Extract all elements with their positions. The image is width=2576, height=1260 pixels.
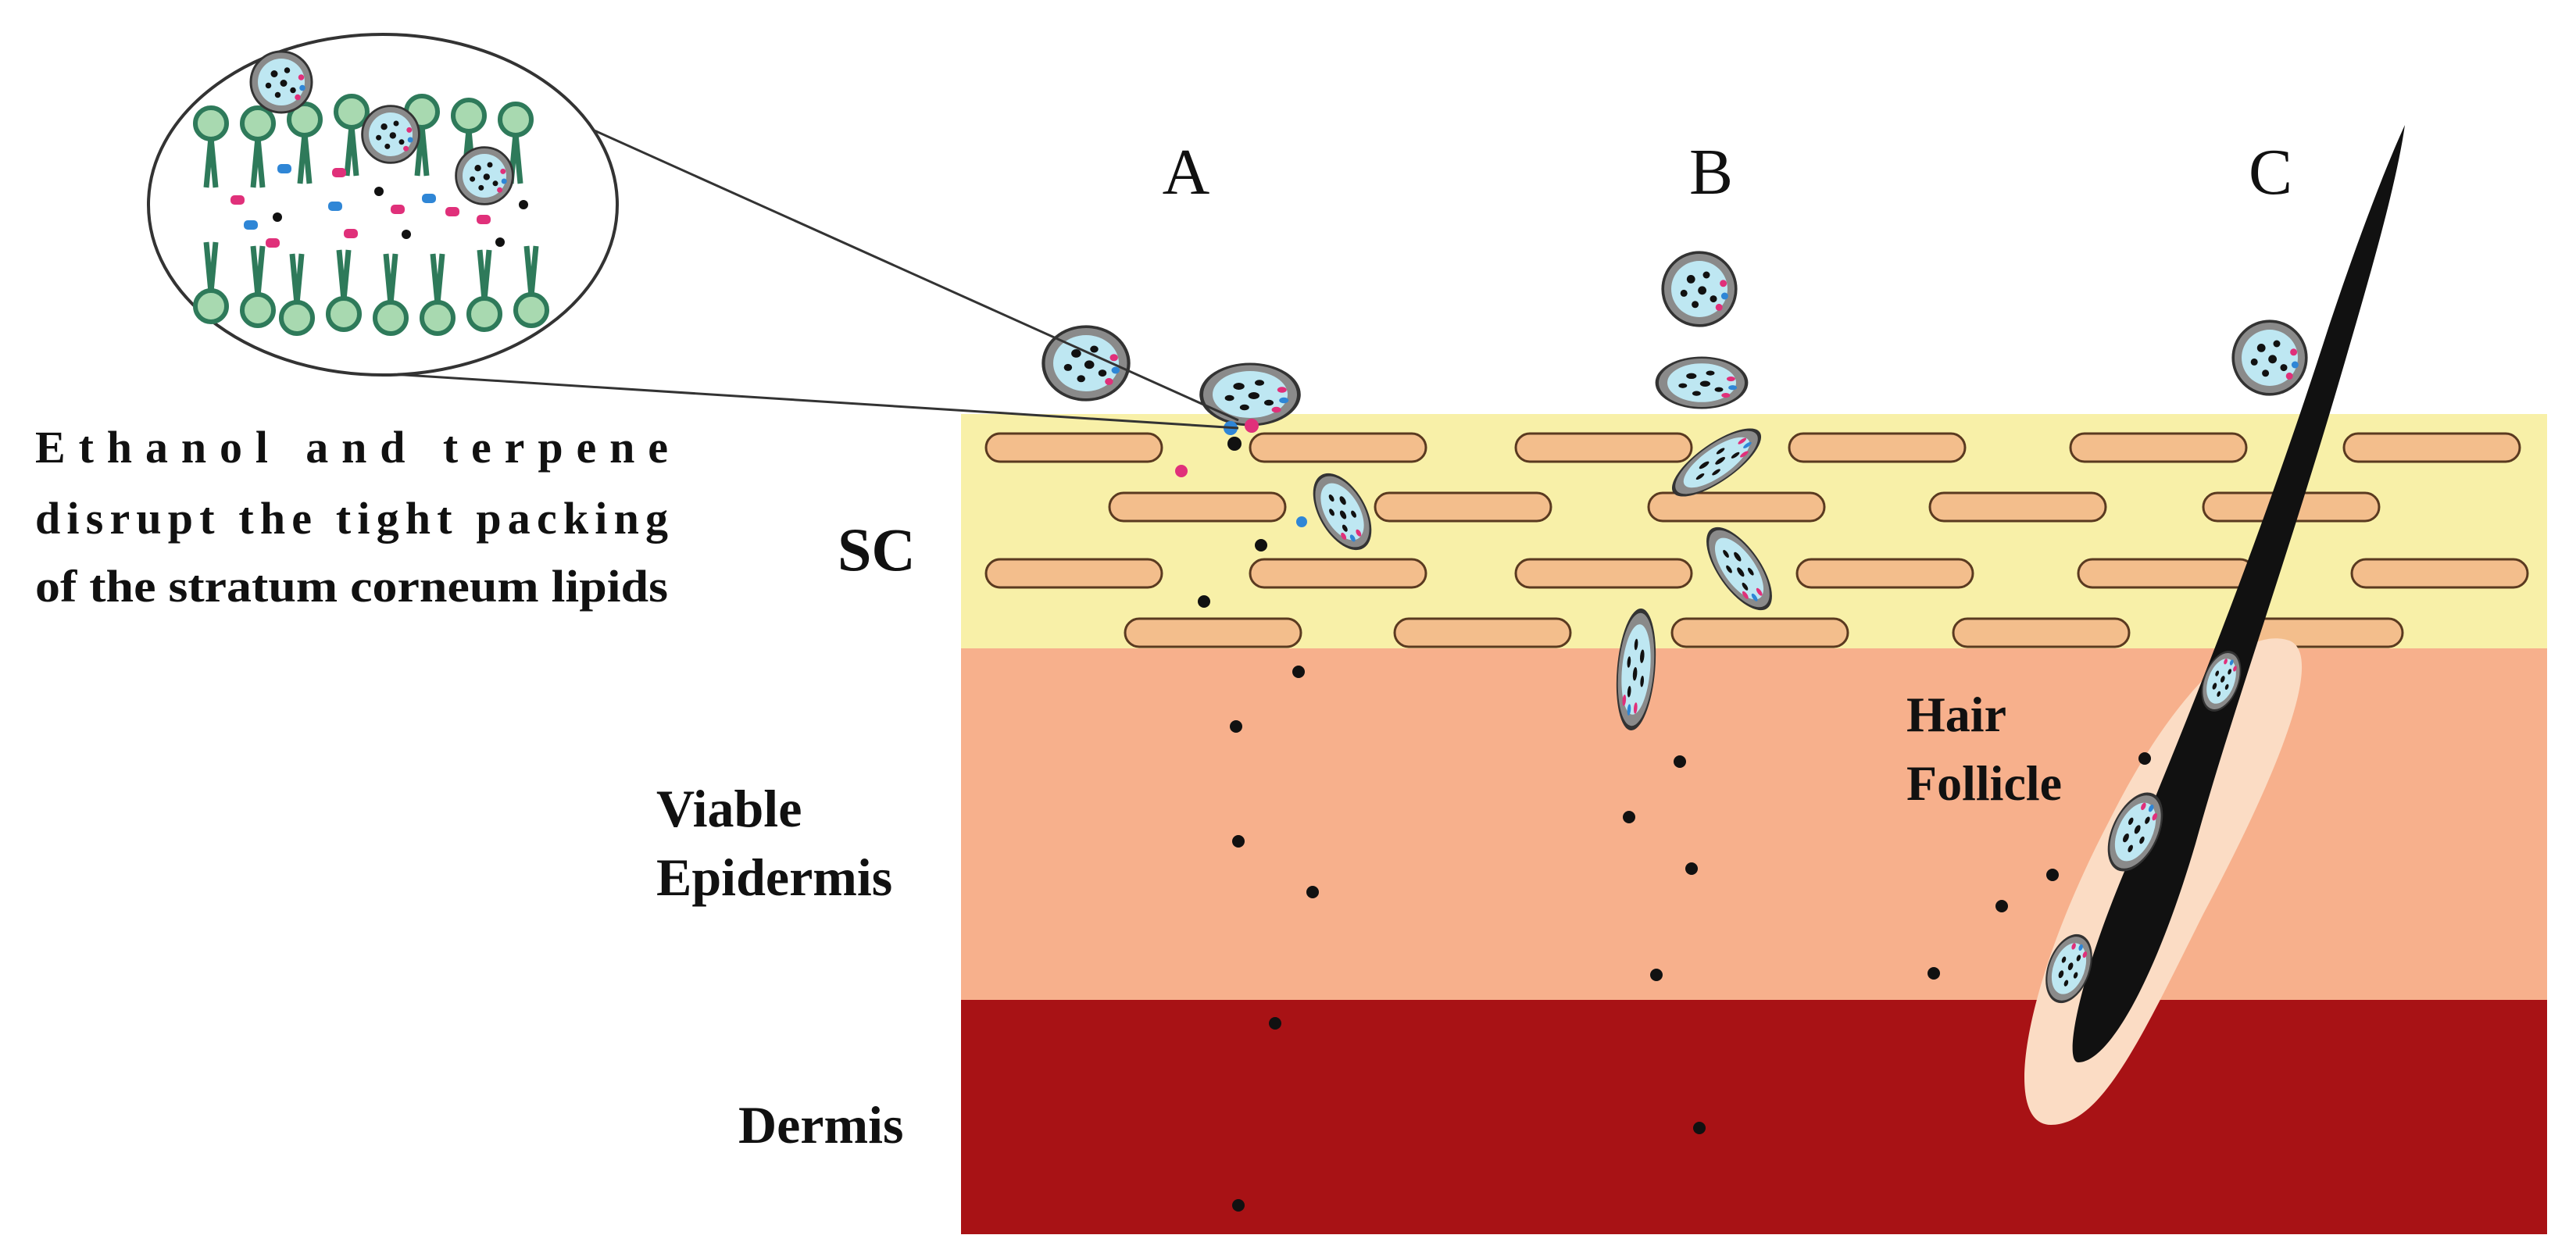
vesicle-a2 bbox=[1202, 364, 1299, 425]
drug-molecules bbox=[1198, 437, 2151, 1212]
dermis-label: Dermis bbox=[738, 1095, 903, 1155]
annotation-line1: Ethanol and terpene bbox=[35, 422, 668, 473]
callout-line-bottom bbox=[343, 369, 1239, 430]
pathway-label-a: A bbox=[1163, 136, 1210, 209]
zoom-markers bbox=[230, 164, 528, 248]
annotation-line3: of the stratum corneum lipids bbox=[35, 561, 668, 612]
hair-follicle-label-line1: Hair bbox=[1906, 687, 2006, 742]
pathway-label-b: B bbox=[1689, 136, 1733, 209]
corneocyte-bricks bbox=[984, 432, 2529, 648]
vesicle-b1 bbox=[1661, 251, 1738, 327]
dermis-layer bbox=[961, 1000, 2547, 1234]
lipid-zoom-callout bbox=[147, 33, 1239, 430]
hair-follicle-label-line2: Follicle bbox=[1906, 755, 2062, 811]
annotation-line2: disrupt the tight packing bbox=[35, 493, 668, 544]
viable-epidermis-layer bbox=[961, 648, 2547, 1000]
pathway-label-c: C bbox=[2249, 136, 2292, 209]
viable-label-line2: Epidermis bbox=[656, 848, 892, 907]
vesicle-b2 bbox=[1657, 358, 1746, 408]
viable-label-line1: Viable bbox=[656, 779, 802, 838]
vesicle-c1 bbox=[2231, 319, 2308, 396]
sc-layer-label: SC bbox=[838, 516, 916, 584]
